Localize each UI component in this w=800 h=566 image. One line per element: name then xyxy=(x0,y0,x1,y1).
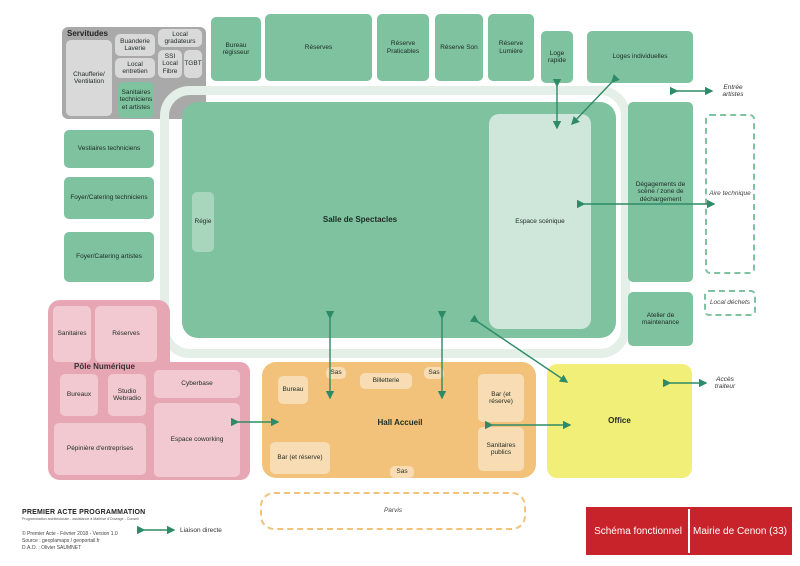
sas-bottom: Sas xyxy=(390,466,414,478)
salle-title: Salle de Spectacles xyxy=(322,215,398,225)
sas-left: Sas xyxy=(326,367,346,379)
degagements-room: Dégagements de scène / zone de déchargem… xyxy=(628,102,693,282)
footer-line2: Source : geoplamaps / geoportail.fr xyxy=(22,538,100,544)
bar-right: Bar (et réserve) xyxy=(478,374,524,422)
reserve-son-room: Réserve Son xyxy=(435,14,483,81)
regie-room: Régie xyxy=(192,192,214,252)
entree-artistes-label: Entrée artistes xyxy=(722,84,744,99)
logo-sub: Programmation architecturale - assistanc… xyxy=(22,517,139,521)
hall-title: Hall Accueil xyxy=(377,418,423,428)
reserve-lumiere-room: Réserve Lumière xyxy=(488,14,534,81)
cyberbase-room: Cyberbase xyxy=(154,370,240,398)
studio-webradio: Studio Webradio xyxy=(108,374,146,416)
pole-bureaux: Bureaux xyxy=(60,374,98,416)
local-dechets-zone: Local déchets xyxy=(704,290,756,316)
reserves-room: Réserves xyxy=(265,14,372,81)
loges-individuelles-room: Loges individuelles xyxy=(587,31,693,83)
aire-technique-zone: Aire technique xyxy=(705,114,755,274)
title-right: Mairie de Cenon (33) xyxy=(688,509,790,553)
bar-left: Bar (et réserve) xyxy=(270,442,330,474)
billetterie: Billetterie xyxy=(360,373,412,389)
sanitaires-tech-room: Sanitaires techniciens et artistes xyxy=(118,82,154,118)
servitudes-title: Servitudes xyxy=(67,29,108,38)
buanderie-room: Buanderie Laverie xyxy=(115,34,155,56)
footer-line3: D.A.O. : Olivier SAUMNET xyxy=(22,545,82,551)
pole-sanitaires: Sanitaires xyxy=(53,306,91,362)
hall-bureau: Bureau xyxy=(278,376,308,404)
parvis-zone: Parvis xyxy=(260,492,526,530)
loge-rapide-room: Loge rapide xyxy=(541,31,573,83)
pole-reserves: Réserves xyxy=(95,306,157,362)
local-gradateurs-room: Local gradateurs xyxy=(158,29,202,47)
sas-right: Sas xyxy=(424,367,444,379)
foyer-artistes-room: Foyer/Catering artistes xyxy=(64,232,154,282)
coworking-room: Espace coworking xyxy=(154,403,240,477)
acces-traiteur-label: Accès traiteur xyxy=(714,376,736,391)
title-block: Schéma fonctionnel Mairie de Cenon (33) xyxy=(586,507,792,555)
chaufferie-room: Chaufferie/ Ventilation xyxy=(66,40,112,116)
foyer-techniciens-room: Foyer/Catering techniciens xyxy=(64,177,154,219)
circulation-ring xyxy=(160,86,630,358)
atelier-room: Atelier de maintenance xyxy=(628,292,693,346)
office-room: Office xyxy=(547,364,692,478)
bureau-regisseur-room: Bureau régisseur xyxy=(211,17,261,81)
vestiaires-room: Vestiaires techniciens xyxy=(64,130,154,168)
ssi-room: SSI Local Fibre xyxy=(158,50,182,78)
pepiniere-room: Pépinière d'entreprises xyxy=(54,423,146,475)
logo-text: PREMIER ACTE PROGRAMMATION xyxy=(22,509,146,516)
espace-scenique-room: Espace scénique xyxy=(489,114,591,329)
title-left: Schéma fonctionnel xyxy=(588,509,688,553)
legend-label: Liaison directe xyxy=(180,527,222,534)
reserve-praticables-room: Réserve Praticables xyxy=(377,14,429,81)
sanitaires-publics: Sanitaires publics xyxy=(478,427,524,471)
pole-title: Pôle Numérique xyxy=(74,362,135,371)
tgbt-room: TGBT xyxy=(184,50,202,78)
footer-line1: © Premier Acte - Février 2018 - Version … xyxy=(22,531,118,537)
local-entretien-room: Local entretien xyxy=(115,58,155,78)
